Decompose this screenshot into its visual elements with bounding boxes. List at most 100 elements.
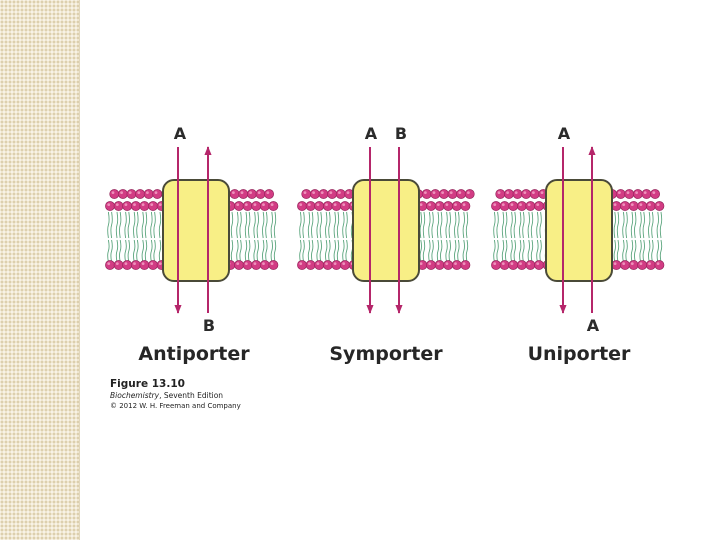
lipid-tail <box>530 239 534 263</box>
lipid-head <box>516 201 527 211</box>
lipid-tail <box>536 211 539 239</box>
lipid-head <box>305 201 316 211</box>
lipid-tail <box>270 239 273 263</box>
lipid-tail <box>513 239 516 263</box>
lipid-head <box>148 260 158 270</box>
lipid-head-highlight <box>630 262 634 265</box>
lipid-head-highlight <box>236 262 240 265</box>
lipid-tail <box>445 211 448 239</box>
lipid-head-highlight <box>639 262 643 265</box>
transporter-protein <box>352 179 420 282</box>
lipid-tail <box>625 211 628 239</box>
lipid-head-highlight <box>320 191 324 195</box>
lipid-tail <box>613 211 616 239</box>
lipid-tail <box>144 211 148 239</box>
lipid-tail <box>342 239 345 263</box>
lipid-head <box>637 260 648 270</box>
lipid-head-highlight <box>262 203 265 207</box>
lipid-head-highlight <box>262 262 265 265</box>
lipid-tail <box>656 239 659 263</box>
lipid-head-highlight <box>158 262 162 265</box>
lipid-head-highlight <box>107 262 111 265</box>
lipid-head-highlight <box>436 262 440 265</box>
lipid-head <box>130 260 141 270</box>
lipid-head-highlight <box>449 191 453 195</box>
lipid-tail <box>431 211 434 239</box>
lipid-head-highlight <box>270 203 274 207</box>
lipid-tail <box>150 211 153 239</box>
lipid-tail <box>639 239 642 263</box>
lipid-tail <box>496 211 499 239</box>
lipid-head-highlight <box>303 191 307 195</box>
lipid-tail <box>445 239 448 263</box>
lipid-head <box>259 201 270 211</box>
lipid-head-highlight <box>150 262 154 265</box>
lipid-tail <box>256 211 259 239</box>
lipid-head-highlight <box>536 262 540 265</box>
lipid-tail <box>622 211 625 239</box>
lipid-tail <box>119 239 122 263</box>
lipid-tail <box>230 211 234 239</box>
lipid-head <box>264 189 274 199</box>
lipid-head <box>109 189 120 199</box>
lipid-head <box>113 260 124 270</box>
lipid-tail <box>519 211 522 239</box>
lipid-tail <box>299 239 302 263</box>
lipid-head-highlight <box>648 203 651 207</box>
lipid-tail <box>262 211 265 239</box>
lipid-head <box>234 201 244 211</box>
lipid-head <box>139 260 150 270</box>
lipid-tail <box>273 211 277 239</box>
lipid-head-highlight <box>257 191 261 195</box>
figure-caption: Figure 13.10 Biochemistry, Seventh Editi… <box>110 378 241 411</box>
lipid-head <box>148 201 158 211</box>
lipid-head <box>259 260 270 270</box>
lipid-tail <box>656 211 659 239</box>
lipid-tail <box>270 211 273 239</box>
lipid-head <box>654 260 665 270</box>
molecule-label-top: B <box>395 124 407 143</box>
lipid-head-highlight <box>428 203 432 207</box>
lipid-tail <box>527 239 530 263</box>
lipid-head <box>499 260 510 270</box>
lipid-head-highlight <box>137 191 141 195</box>
lipid-head <box>615 189 626 199</box>
lipid-tail <box>127 211 130 239</box>
lipid-head-highlight <box>648 262 651 265</box>
lipid-head-highlight <box>510 262 514 265</box>
lipid-head <box>331 201 342 211</box>
lipid-head-highlight <box>342 262 346 265</box>
lipid-tail <box>530 211 534 239</box>
lipid-tail <box>642 211 645 239</box>
lipid-tail <box>501 211 505 239</box>
lipid-tail <box>273 239 277 263</box>
panel-label: Antiporter <box>138 343 250 365</box>
lipid-head-highlight <box>501 262 505 265</box>
lipid-head-highlight <box>493 203 497 207</box>
lipid-tail <box>510 239 513 263</box>
lipid-head-highlight <box>656 203 660 207</box>
lipid-head-highlight <box>493 262 497 265</box>
lipid-tail <box>302 211 305 239</box>
lipid-head-highlight <box>325 203 328 207</box>
lipid-head-highlight <box>333 203 337 207</box>
lipid-tail <box>133 211 136 239</box>
lipid-head <box>495 189 506 199</box>
lipid-head <box>645 201 656 211</box>
transporter-protein <box>162 179 230 282</box>
lipid-head <box>135 189 145 199</box>
lipid-tail <box>454 239 457 263</box>
lipid-tail <box>136 239 139 263</box>
lipid-tail <box>307 211 311 239</box>
lipid-head <box>499 201 510 211</box>
lipid-tail <box>613 239 616 263</box>
lipid-head <box>426 201 436 211</box>
lipid-head-highlight <box>536 203 540 207</box>
lipid-head <box>297 201 307 211</box>
lipid-head-highlight <box>458 191 462 195</box>
lipid-head-highlight <box>270 262 274 265</box>
lipid-tail <box>493 239 496 263</box>
lipid-tail <box>419 239 422 263</box>
lipid-head-highlight <box>307 203 311 207</box>
lipid-head <box>242 201 253 211</box>
